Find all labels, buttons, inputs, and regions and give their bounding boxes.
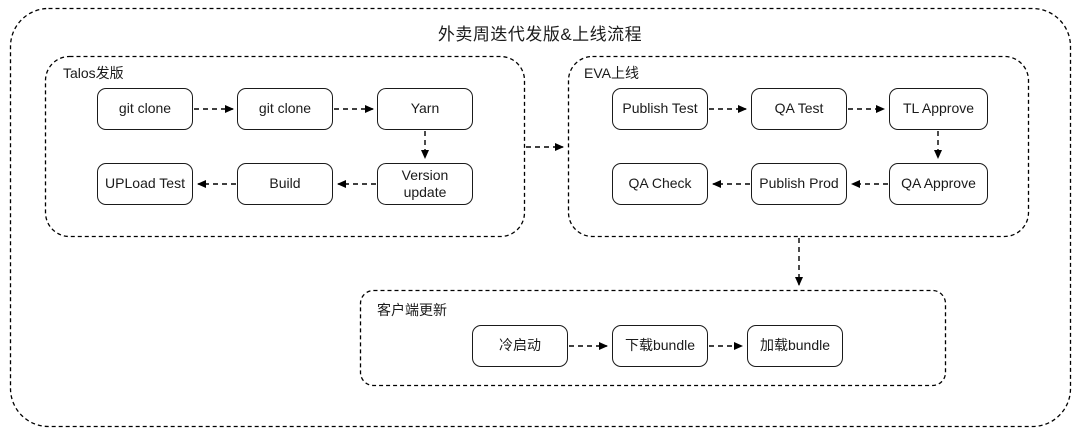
node-yarn: Yarn bbox=[377, 88, 473, 130]
node-publish-prod: Publish Prod bbox=[751, 163, 847, 205]
node-version-update: Version update bbox=[377, 163, 473, 205]
node-git-clone-1: git clone bbox=[97, 88, 193, 130]
talos-group-border bbox=[44, 55, 526, 238]
node-cold-start: 冷启动 bbox=[472, 325, 568, 367]
node-download-bundle: 下载bundle bbox=[612, 325, 708, 367]
node-tl-approve: TL Approve bbox=[889, 88, 988, 130]
node-upload-test: UPLoad Test bbox=[97, 163, 193, 205]
client-group-border bbox=[359, 289, 947, 387]
eva-group-border bbox=[567, 55, 1030, 238]
node-load-bundle: 加载bundle bbox=[747, 325, 843, 367]
node-publish-test: Publish Test bbox=[612, 88, 708, 130]
diagram-title: 外卖周迭代发版&上线流程 bbox=[437, 25, 643, 44]
node-build: Build bbox=[237, 163, 333, 205]
node-git-clone-2: git clone bbox=[237, 88, 333, 130]
client-group-label: 客户端更新 bbox=[377, 302, 447, 318]
node-qa-test: QA Test bbox=[751, 88, 847, 130]
talos-group-label: Talos发版 bbox=[63, 65, 124, 81]
node-qa-approve: QA Approve bbox=[889, 163, 988, 205]
eva-group-label: EVA上线 bbox=[584, 65, 639, 81]
outer-group-border bbox=[9, 7, 1072, 428]
node-qa-check: QA Check bbox=[612, 163, 708, 205]
